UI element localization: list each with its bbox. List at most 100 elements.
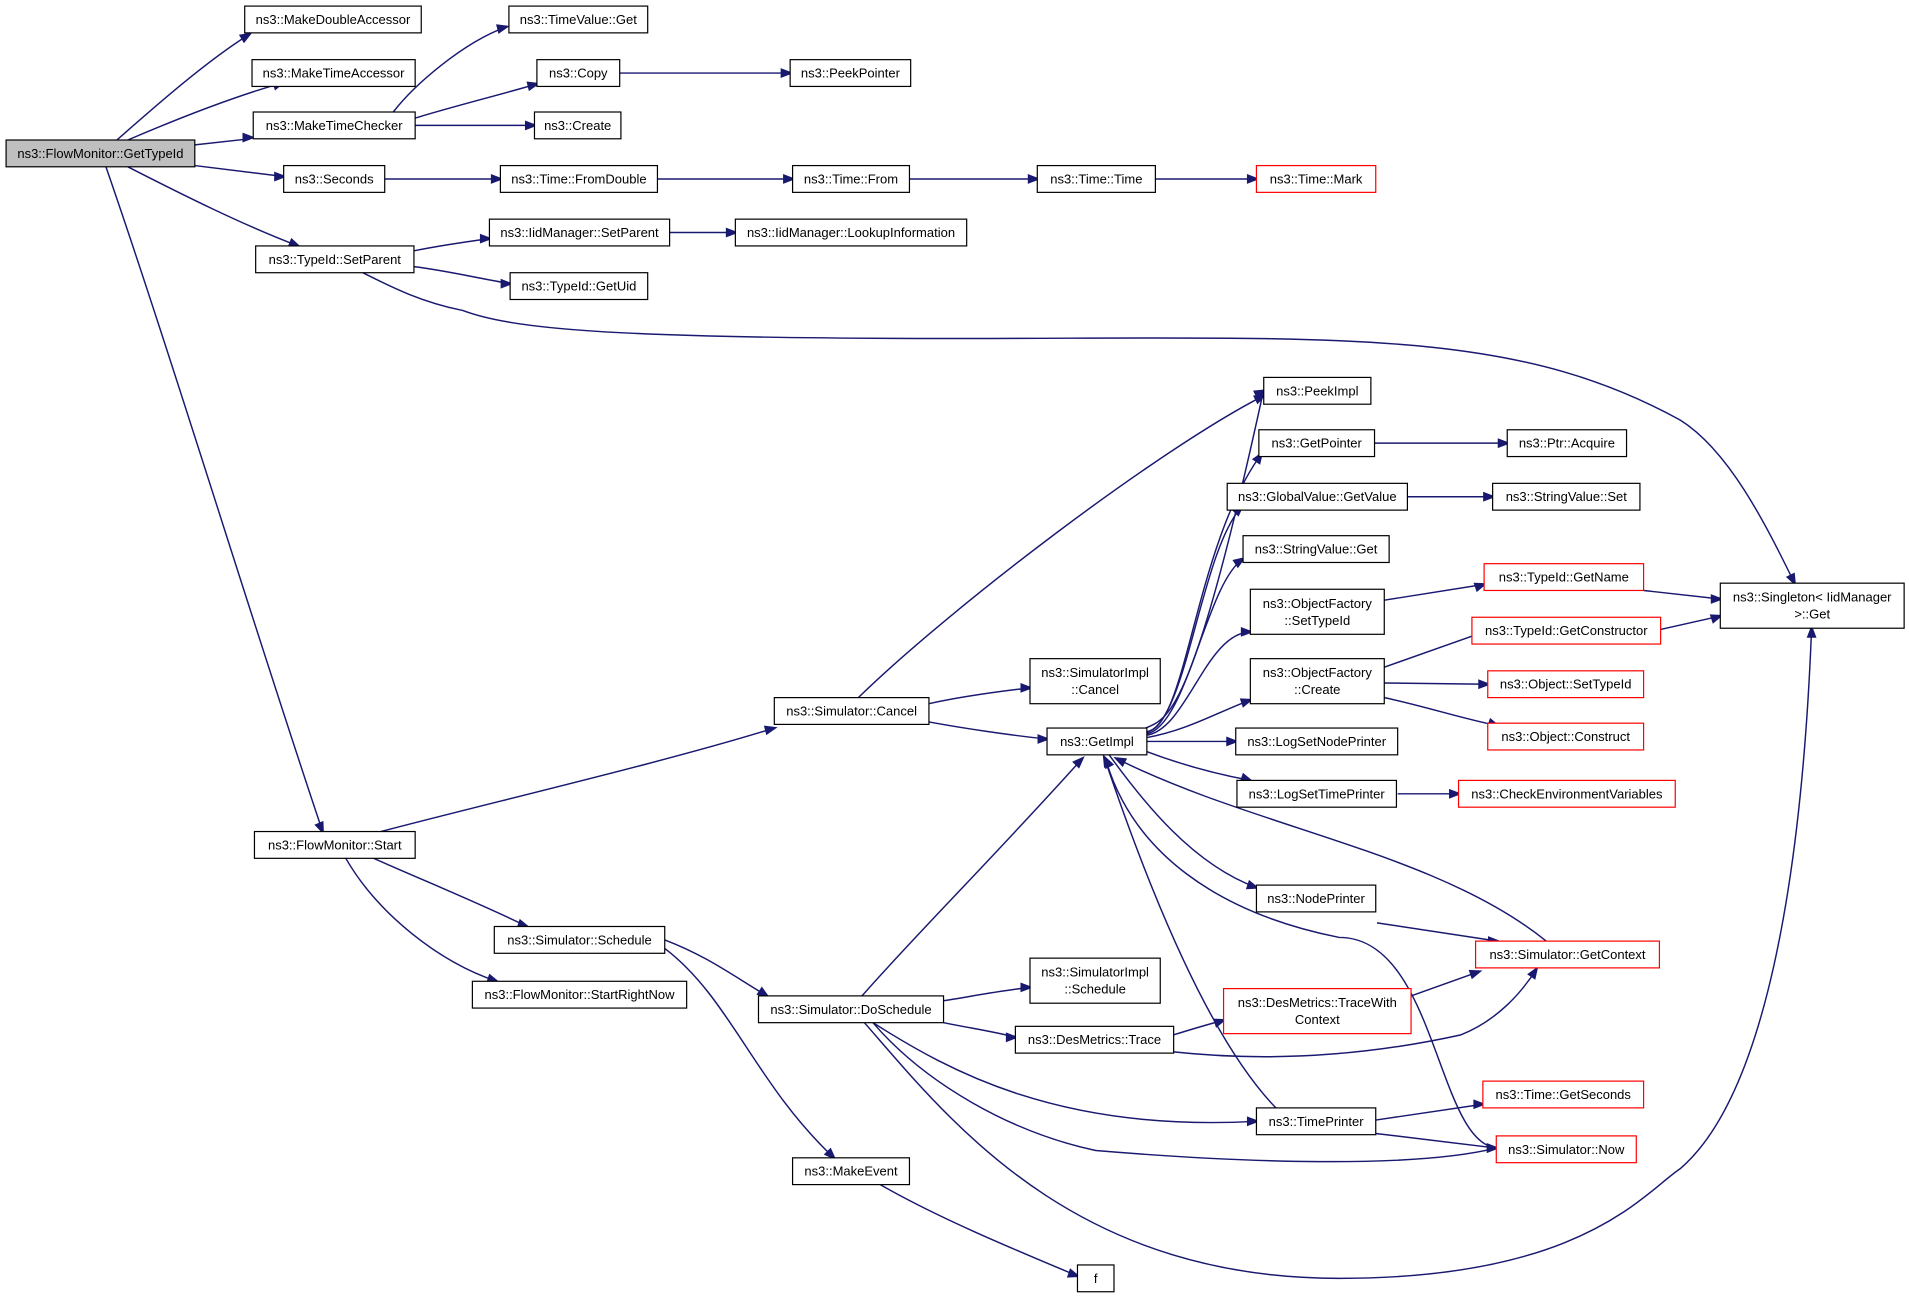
function-node-of-set-type-id[interactable]: ns3::ObjectFactory::SetTypeId xyxy=(1249,588,1385,635)
function-node-make-event[interactable]: ns3::MakeEvent xyxy=(791,1157,911,1186)
arrowhead xyxy=(1253,389,1267,400)
edge-line xyxy=(362,272,1796,584)
function-node-iid-set-parent[interactable]: ns3::IidManager::SetParent xyxy=(488,218,671,247)
function-node-type-id-set-parent[interactable]: ns3::TypeId::SetParent xyxy=(255,245,415,274)
function-node-sim-cancel[interactable]: ns3::Simulator::Cancel xyxy=(773,697,930,725)
call-edge xyxy=(1173,1018,1227,1036)
call-edge xyxy=(861,756,1085,997)
function-node-create[interactable]: ns3::Create xyxy=(533,111,622,140)
function-node-fm-start-right-now[interactable]: ns3::FlowMonitor::StartRightNow xyxy=(471,980,688,1009)
function-node-of-create[interactable]: ns3::ObjectFactory::Create xyxy=(1249,658,1385,705)
node-label: ns3::MakeTimeChecker xyxy=(266,118,403,133)
function-node-log-set-node-printer[interactable]: ns3::LogSetNodePrinter xyxy=(1235,727,1399,756)
node-box xyxy=(1242,535,1390,564)
node-label: ns3::Object::Construct xyxy=(1501,729,1630,744)
function-node-get-impl[interactable]: ns3::GetImpl xyxy=(1046,727,1148,756)
function-node-type-id-get-name[interactable]: ns3::TypeId::GetName xyxy=(1483,563,1645,592)
function-node-time-printer[interactable]: ns3::TimePrinter xyxy=(1255,1107,1377,1136)
function-node-get-type-id[interactable]: ns3::FlowMonitor::GetTypeId xyxy=(5,139,196,168)
function-node-check-env[interactable]: ns3::CheckEnvironmentVariables xyxy=(1457,779,1676,808)
function-node-singleton-get[interactable]: ns3::Singleton< IidManager>::Get xyxy=(1719,582,1905,629)
function-node-seconds[interactable]: ns3::Seconds xyxy=(283,164,386,193)
node-box xyxy=(252,111,416,140)
function-node-make-time-checker[interactable]: ns3::MakeTimeChecker xyxy=(252,111,416,140)
call-edge xyxy=(669,227,739,238)
function-node-gv-get-value[interactable]: ns3::GlobalValue::GetValue xyxy=(1226,482,1409,511)
node-label: ns3::PeekImpl xyxy=(1276,383,1358,398)
function-node-log-set-time-printer[interactable]: ns3::LogSetTimePrinter xyxy=(1236,779,1398,808)
function-node-sim-schedule[interactable]: ns3::Simulator::Schedule xyxy=(493,925,666,954)
arrowhead xyxy=(1037,734,1051,744)
edge-line xyxy=(1145,699,1251,739)
function-node-node-printer[interactable]: ns3::NodePrinter xyxy=(1255,884,1377,913)
node-box xyxy=(253,830,416,859)
function-node-time-get-seconds[interactable]: ns3::Time::GetSeconds xyxy=(1482,1080,1645,1109)
node-label: ns3::MakeDoubleAccessor xyxy=(256,12,411,27)
node-box xyxy=(1495,1135,1637,1164)
arrowhead xyxy=(500,278,514,289)
edge-line xyxy=(879,1183,1078,1277)
function-node-time-from[interactable]: ns3::Time::From xyxy=(791,164,911,193)
function-node-copy[interactable]: ns3::Copy xyxy=(536,59,621,88)
node-label: ns3::StringValue::Get xyxy=(1255,542,1378,557)
edge-line xyxy=(413,265,511,285)
function-node-lookup-info[interactable]: ns3::IidManager::LookupInformation xyxy=(734,218,968,247)
call-edge xyxy=(415,120,538,131)
function-node-make-double-accessor[interactable]: ns3::MakeDoubleAccessor xyxy=(244,5,422,34)
arrowhead xyxy=(238,32,253,44)
arrowhead xyxy=(524,120,538,131)
node-label: ns3::CheckEnvironmentVariables xyxy=(1471,786,1663,801)
node-box xyxy=(1222,987,1412,1035)
function-node-sv-get[interactable]: ns3::StringValue::Get xyxy=(1242,535,1390,564)
function-node-time-value-get[interactable]: ns3::TimeValue::Get xyxy=(508,5,649,34)
arrowhead xyxy=(1709,614,1724,624)
edge-line xyxy=(116,33,250,141)
node-box xyxy=(1487,722,1645,751)
function-node-sim-impl-schedule[interactable]: ns3::SimulatorImpl::Schedule xyxy=(1029,957,1161,1004)
function-node-sim-now[interactable]: ns3::Simulator::Now xyxy=(1495,1135,1637,1164)
function-node-get-uid[interactable]: ns3::TypeId::GetUid xyxy=(509,272,649,301)
arrowhead xyxy=(1239,698,1254,708)
edge-line xyxy=(861,757,1083,997)
function-node-get-pointer[interactable]: ns3::GetPointer xyxy=(1258,429,1376,458)
node-box xyxy=(1249,658,1385,705)
call-edge xyxy=(619,68,794,78)
function-node-time-mark[interactable]: ns3::Time::Mark xyxy=(1255,164,1377,193)
function-node-type-id-get-ctor[interactable]: ns3::TypeId::GetConstructor xyxy=(1471,616,1662,645)
edge-line xyxy=(1384,583,1485,601)
edge-line xyxy=(1145,558,1244,735)
call-edge xyxy=(1375,1099,1487,1121)
function-node-obj-set-type-id[interactable]: ns3::Object::SetTypeId xyxy=(1487,670,1645,699)
function-node-fm-start[interactable]: ns3::FlowMonitor::Start xyxy=(253,830,416,859)
edge-line xyxy=(127,82,283,141)
function-node-obj-construct[interactable]: ns3::Object::Construct xyxy=(1487,722,1645,751)
arrowhead xyxy=(479,233,493,244)
function-node-ptr-acquire[interactable]: ns3::Ptr::Acquire xyxy=(1506,429,1628,458)
arrowhead xyxy=(1478,679,1492,690)
function-node-sim-get-context[interactable]: ns3::Simulator::GetContext xyxy=(1474,940,1661,969)
function-node-sv-set[interactable]: ns3::StringValue::Set xyxy=(1492,482,1641,511)
call-edge xyxy=(380,725,778,833)
arrowhead xyxy=(314,820,324,835)
function-node-des-trace[interactable]: ns3::DesMetrics::Trace xyxy=(1014,1025,1175,1054)
edge-line xyxy=(1145,750,1251,782)
function-node-sim-do-schedule[interactable]: ns3::Simulator::DoSchedule xyxy=(757,995,945,1024)
edge-line xyxy=(872,1022,1497,1163)
arrowhead xyxy=(1103,755,1115,770)
node-label: ns3::GlobalValue::GetValue xyxy=(1238,489,1397,504)
node-label: ns3::NodePrinter xyxy=(1267,891,1365,906)
function-node-from-double[interactable]: ns3::Time::FromDouble xyxy=(499,164,659,193)
node-label: ::Schedule xyxy=(1064,982,1125,997)
edge-line xyxy=(1376,922,1498,942)
function-node-peek-pointer[interactable]: ns3::PeekPointer xyxy=(789,59,912,88)
function-node-make-time-accessor[interactable]: ns3::MakeTimeAccessor xyxy=(251,59,416,88)
function-node-f[interactable]: f xyxy=(1076,1264,1115,1293)
node-label: ns3::TimeValue::Get xyxy=(520,12,637,27)
node-label: ::Cancel xyxy=(1071,682,1119,697)
function-node-peek-impl[interactable]: ns3::PeekImpl xyxy=(1263,376,1372,405)
function-node-time-time[interactable]: ns3::Time::Time xyxy=(1036,164,1156,193)
function-node-sim-impl-cancel[interactable]: ns3::SimulatorImpl::Cancel xyxy=(1029,658,1161,705)
edge-line xyxy=(1103,757,1277,1109)
node-label: ns3::DesMetrics::Trace xyxy=(1028,1032,1161,1047)
